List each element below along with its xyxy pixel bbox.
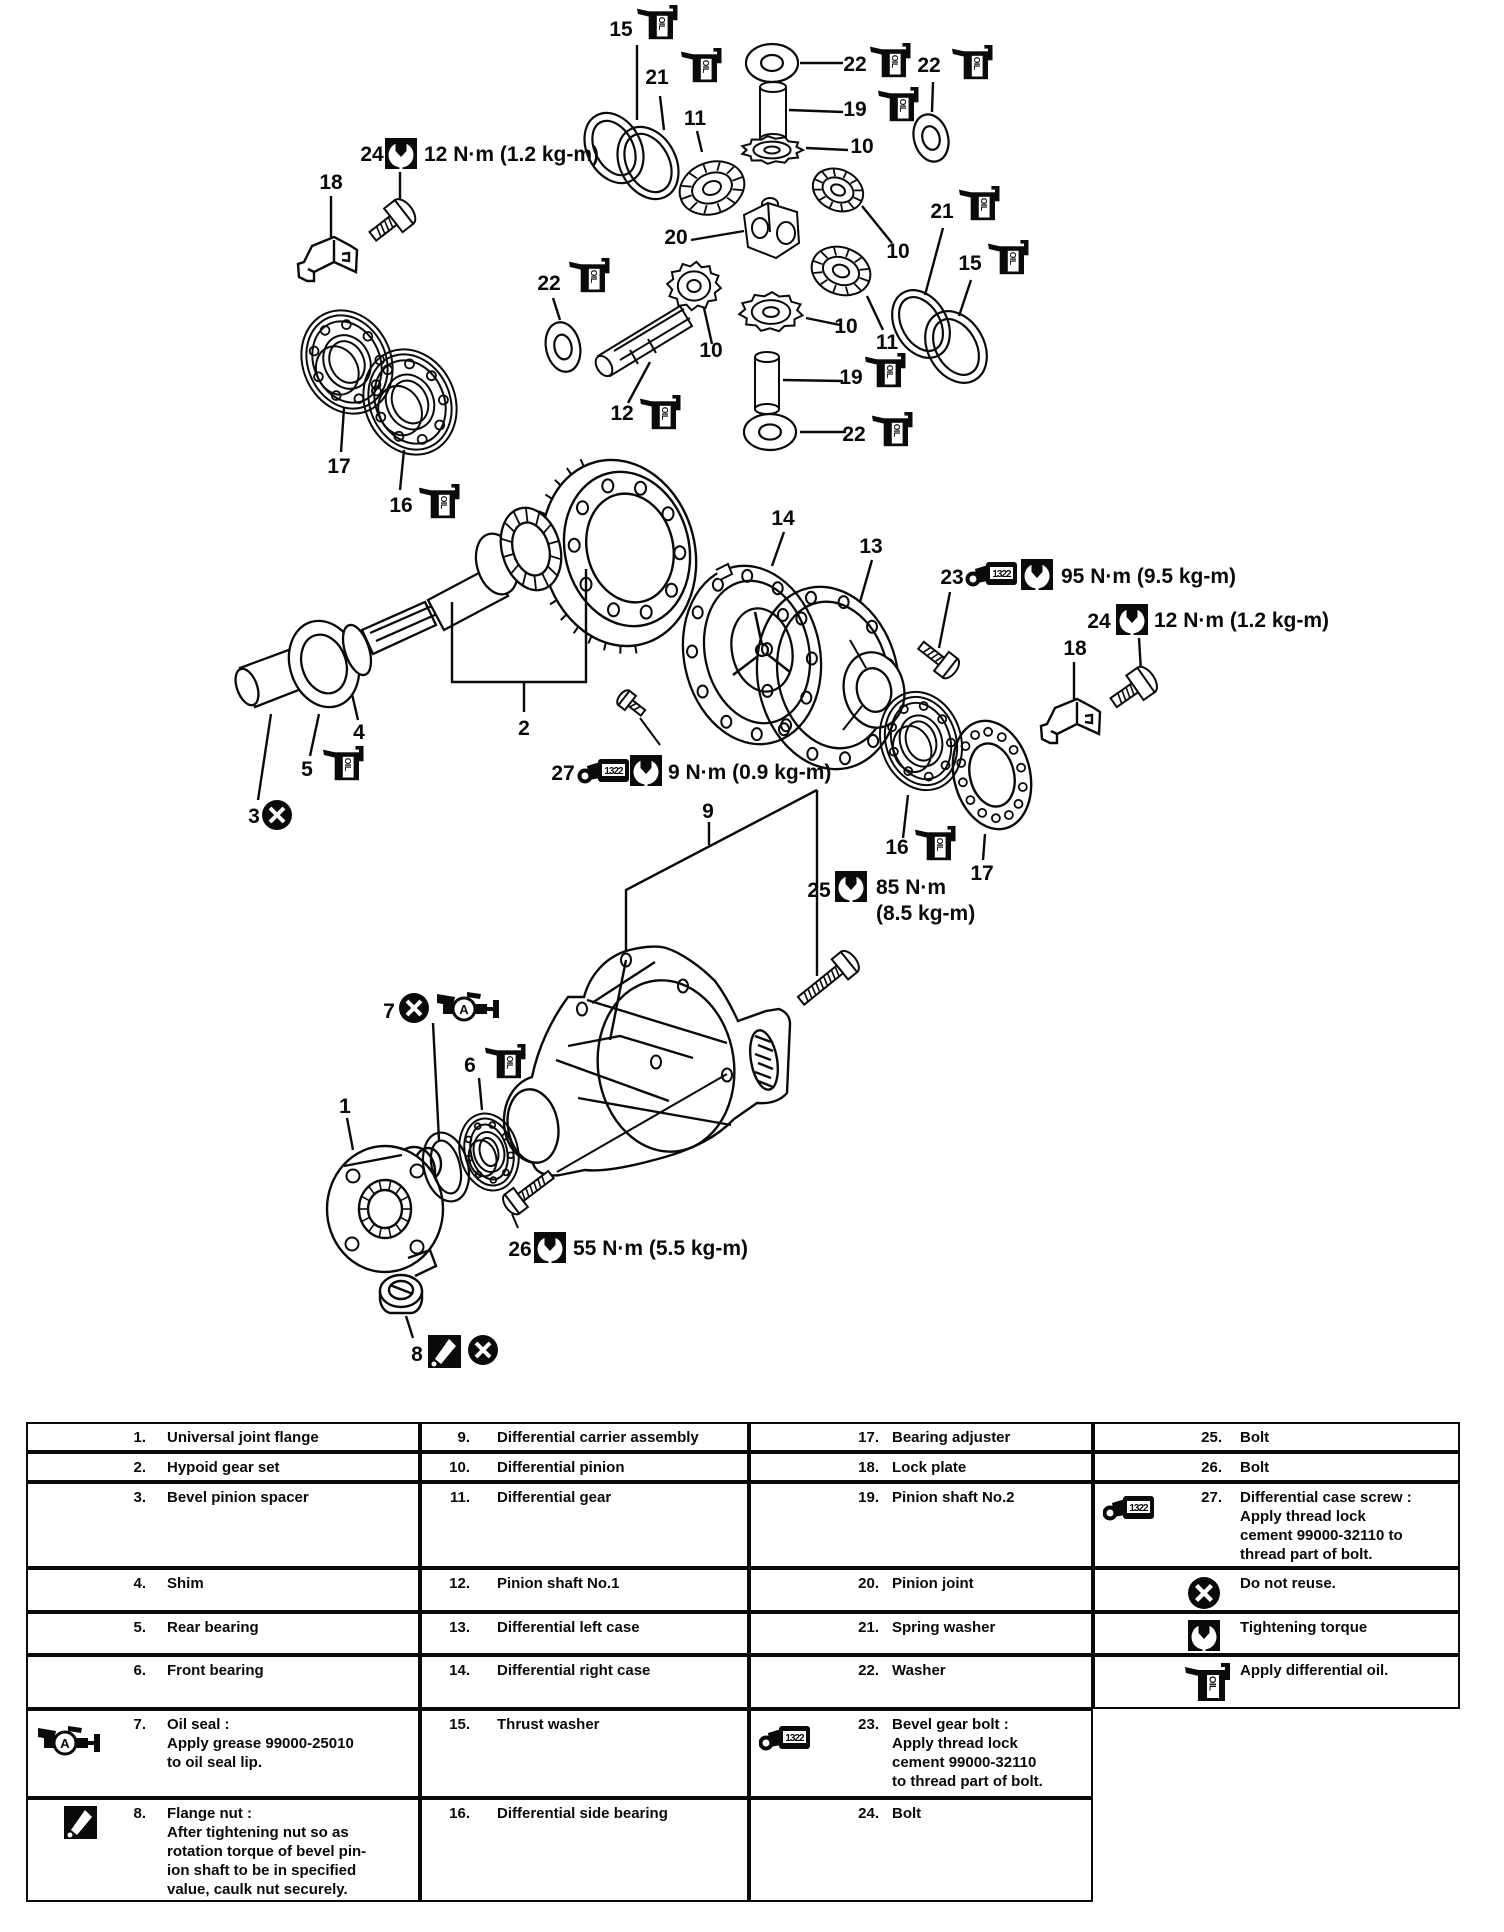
svg-text:OIL: OIL [1207, 1676, 1218, 1691]
svg-text:13: 13 [859, 535, 882, 558]
svg-text:12: 12 [610, 402, 633, 425]
svg-text:10: 10 [886, 240, 909, 263]
svg-text:1322: 1322 [785, 1733, 805, 1744]
svg-text:3: 3 [248, 805, 260, 828]
svg-text:(8.5 kg-m): (8.5 kg-m) [876, 902, 975, 925]
svg-text:10: 10 [834, 315, 857, 338]
svg-text:1: 1 [339, 1095, 351, 1118]
svg-text:6: 6 [464, 1054, 476, 1077]
svg-text:9: 9 [702, 800, 714, 823]
svg-text:OIL: OIL [935, 838, 945, 851]
svg-text:18: 18 [319, 171, 343, 194]
svg-text:17: 17 [970, 862, 993, 885]
svg-text:OIL: OIL [892, 424, 902, 437]
svg-text:55 N·m (5.5 kg-m): 55 N·m (5.5 kg-m) [573, 1237, 748, 1260]
svg-text:11: 11 [684, 107, 707, 130]
svg-text:OIL: OIL [589, 270, 599, 283]
svg-text:5: 5 [301, 758, 313, 781]
svg-text:A: A [60, 1736, 70, 1751]
svg-text:22: 22 [842, 423, 865, 446]
svg-text:OIL: OIL [898, 99, 908, 112]
svg-text:OIL: OIL [439, 496, 449, 509]
svg-text:1322: 1322 [1129, 1503, 1149, 1514]
svg-text:12 N·m (1.2 kg-m): 12 N·m (1.2 kg-m) [1154, 609, 1329, 632]
svg-text:OIL: OIL [701, 60, 711, 73]
svg-text:1322: 1322 [604, 766, 624, 777]
svg-text:24: 24 [1087, 610, 1111, 633]
svg-text:12 N·m (1.2 kg-m): 12 N·m (1.2 kg-m) [424, 143, 599, 166]
svg-text:OIL: OIL [972, 57, 982, 70]
svg-text:OIL: OIL [660, 407, 670, 420]
svg-text:OIL: OIL [979, 198, 989, 211]
svg-text:9 N·m (0.9 kg-m): 9 N·m (0.9 kg-m) [668, 761, 831, 784]
svg-text:OIL: OIL [890, 55, 900, 68]
svg-text:2: 2 [518, 717, 530, 740]
svg-text:11: 11 [876, 331, 899, 354]
svg-text:OIL: OIL [343, 758, 353, 771]
svg-text:22: 22 [917, 54, 940, 77]
svg-text:4: 4 [353, 721, 365, 744]
svg-text:27: 27 [551, 762, 574, 785]
svg-text:16: 16 [885, 836, 908, 859]
svg-text:10: 10 [699, 339, 722, 362]
svg-text:22: 22 [843, 53, 866, 76]
svg-text:OIL: OIL [657, 17, 667, 30]
svg-text:OIL: OIL [1008, 252, 1018, 265]
svg-text:25: 25 [807, 879, 831, 902]
svg-text:A: A [459, 1002, 469, 1017]
svg-text:10: 10 [850, 135, 873, 158]
svg-text:15: 15 [958, 252, 982, 275]
svg-text:14: 14 [771, 507, 795, 530]
svg-text:26: 26 [508, 1238, 531, 1261]
svg-text:18: 18 [1063, 637, 1087, 660]
svg-text:17: 17 [327, 455, 350, 478]
svg-text:20: 20 [664, 226, 687, 249]
svg-text:OIL: OIL [885, 365, 895, 378]
svg-text:19: 19 [843, 98, 866, 121]
svg-text:95 N·m (9.5 kg-m): 95 N·m (9.5 kg-m) [1061, 565, 1236, 588]
svg-text:15: 15 [609, 18, 633, 41]
svg-text:85 N·m: 85 N·m [876, 876, 946, 899]
svg-text:7: 7 [383, 1000, 395, 1023]
svg-text:22: 22 [537, 272, 560, 295]
svg-text:1322: 1322 [992, 569, 1012, 580]
svg-text:24: 24 [360, 143, 384, 166]
svg-text:21: 21 [645, 66, 669, 89]
svg-text:8: 8 [411, 1343, 423, 1366]
svg-text:OIL: OIL [505, 1056, 515, 1069]
svg-text:23: 23 [940, 566, 963, 589]
svg-text:19: 19 [839, 366, 862, 389]
svg-text:21: 21 [930, 200, 954, 223]
svg-text:16: 16 [389, 494, 412, 517]
